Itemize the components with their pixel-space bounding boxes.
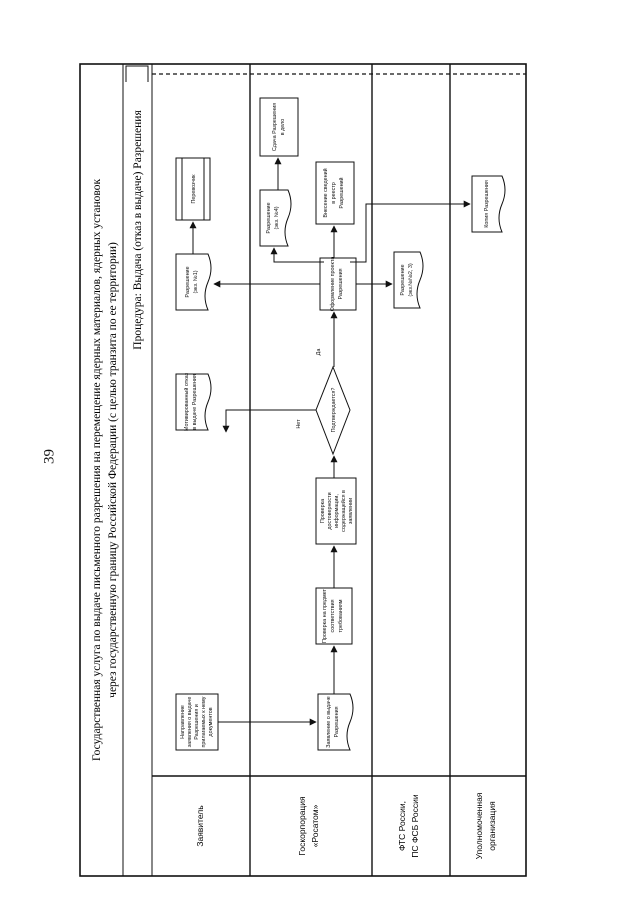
edge-issue-to-permit4	[270, 247, 324, 263]
label-permit1-2: (экз. №1)	[193, 270, 199, 293]
lane-rosatom-label-1: Госкорпорация	[297, 796, 307, 856]
label-application-4: прилагаемых к нему	[201, 696, 207, 747]
label-application-5: документов	[208, 707, 214, 736]
label-carrier: Перевозчик	[191, 174, 197, 204]
node-permit1-document	[175, 253, 212, 311]
title-line-1: Государственная услуга по выдаче письмен…	[91, 179, 103, 762]
lane-applicant-label: Заявитель	[195, 805, 205, 847]
label-check2-5: заявлении	[348, 498, 354, 524]
title-line-2: через государственную границу Российской…	[107, 242, 119, 698]
node-registry-box	[315, 161, 355, 225]
label-archive-2: в дело	[280, 119, 286, 136]
node-permit23-document	[393, 251, 424, 309]
label-check2-1: Проверка	[320, 499, 326, 523]
label-check2-2: достоверности	[327, 492, 333, 529]
procedure-title: Процедура: Выдача (отказ в выдаче) Разре…	[132, 110, 144, 350]
diagram-frame	[79, 63, 527, 877]
label-registry-3: Разрешений	[338, 177, 345, 208]
label-refusal-2: в выдаче Разрешения	[192, 374, 198, 430]
label-registry-1: Внесение сведений	[322, 168, 329, 217]
label-permit23-2: (экз.№№2, 3)	[408, 263, 414, 296]
label-registry-2: в реестр	[331, 182, 337, 204]
label-issue-1: Оформление проекта	[330, 257, 336, 312]
lane-fts-label-2: ПС ФСБ России	[410, 794, 420, 857]
label-permit4-2: (экз. №4)	[274, 206, 280, 229]
node-permit4-document	[259, 189, 292, 247]
lane-auth-label-2: организация	[487, 801, 497, 851]
edge-decision-no	[222, 409, 316, 433]
lane-fts-label-1: ФТС России,	[397, 801, 407, 851]
label-permit1-1: Разрешение	[185, 266, 191, 297]
lane-rosatom-label-2: «Росатом»	[310, 804, 320, 847]
label-registration-2: Разрешения	[334, 706, 340, 737]
edge-issue-to-copy	[350, 200, 471, 263]
label-no: Нет	[296, 419, 302, 429]
label-application-1: Направление	[180, 705, 186, 739]
procedure-bracket	[125, 65, 149, 82]
label-check2-3: информации,	[334, 494, 340, 528]
node-copy-document	[471, 175, 506, 233]
lane-auth-label-1: Уполномоченная	[474, 792, 484, 859]
label-copy: Копия Разрешения	[484, 180, 490, 228]
label-decision: Подтверждается?	[331, 388, 337, 433]
node-application-box	[175, 693, 219, 751]
label-check2-4: содержащейся в	[340, 490, 347, 532]
label-permit23-1: Разрешение	[400, 264, 406, 295]
label-issue-2: Разрешения	[338, 268, 344, 299]
label-check1-1: Проверка на предмет	[322, 588, 328, 643]
label-application-2: заявления о выдаче	[187, 697, 193, 748]
label-registration-1: Заявление о выдаче	[326, 696, 332, 748]
label-check1-2: соответствия	[330, 599, 336, 632]
node-check2-box	[315, 477, 357, 545]
label-yes: Да	[316, 349, 322, 356]
label-refusal-1: Мотивированный отказ	[183, 372, 190, 431]
node-registration-document	[317, 693, 354, 751]
label-archive-1: Сдача Разрешения	[272, 103, 278, 151]
node-refusal-document	[175, 373, 212, 431]
label-check1-3: требованиям	[338, 599, 344, 632]
node-check1-box	[315, 587, 353, 645]
node-archive-box	[259, 97, 299, 157]
node-decision-diamond	[315, 365, 351, 456]
label-application-3: Разрешения и	[194, 704, 200, 740]
label-permit4-1: Разрешение	[266, 202, 272, 233]
